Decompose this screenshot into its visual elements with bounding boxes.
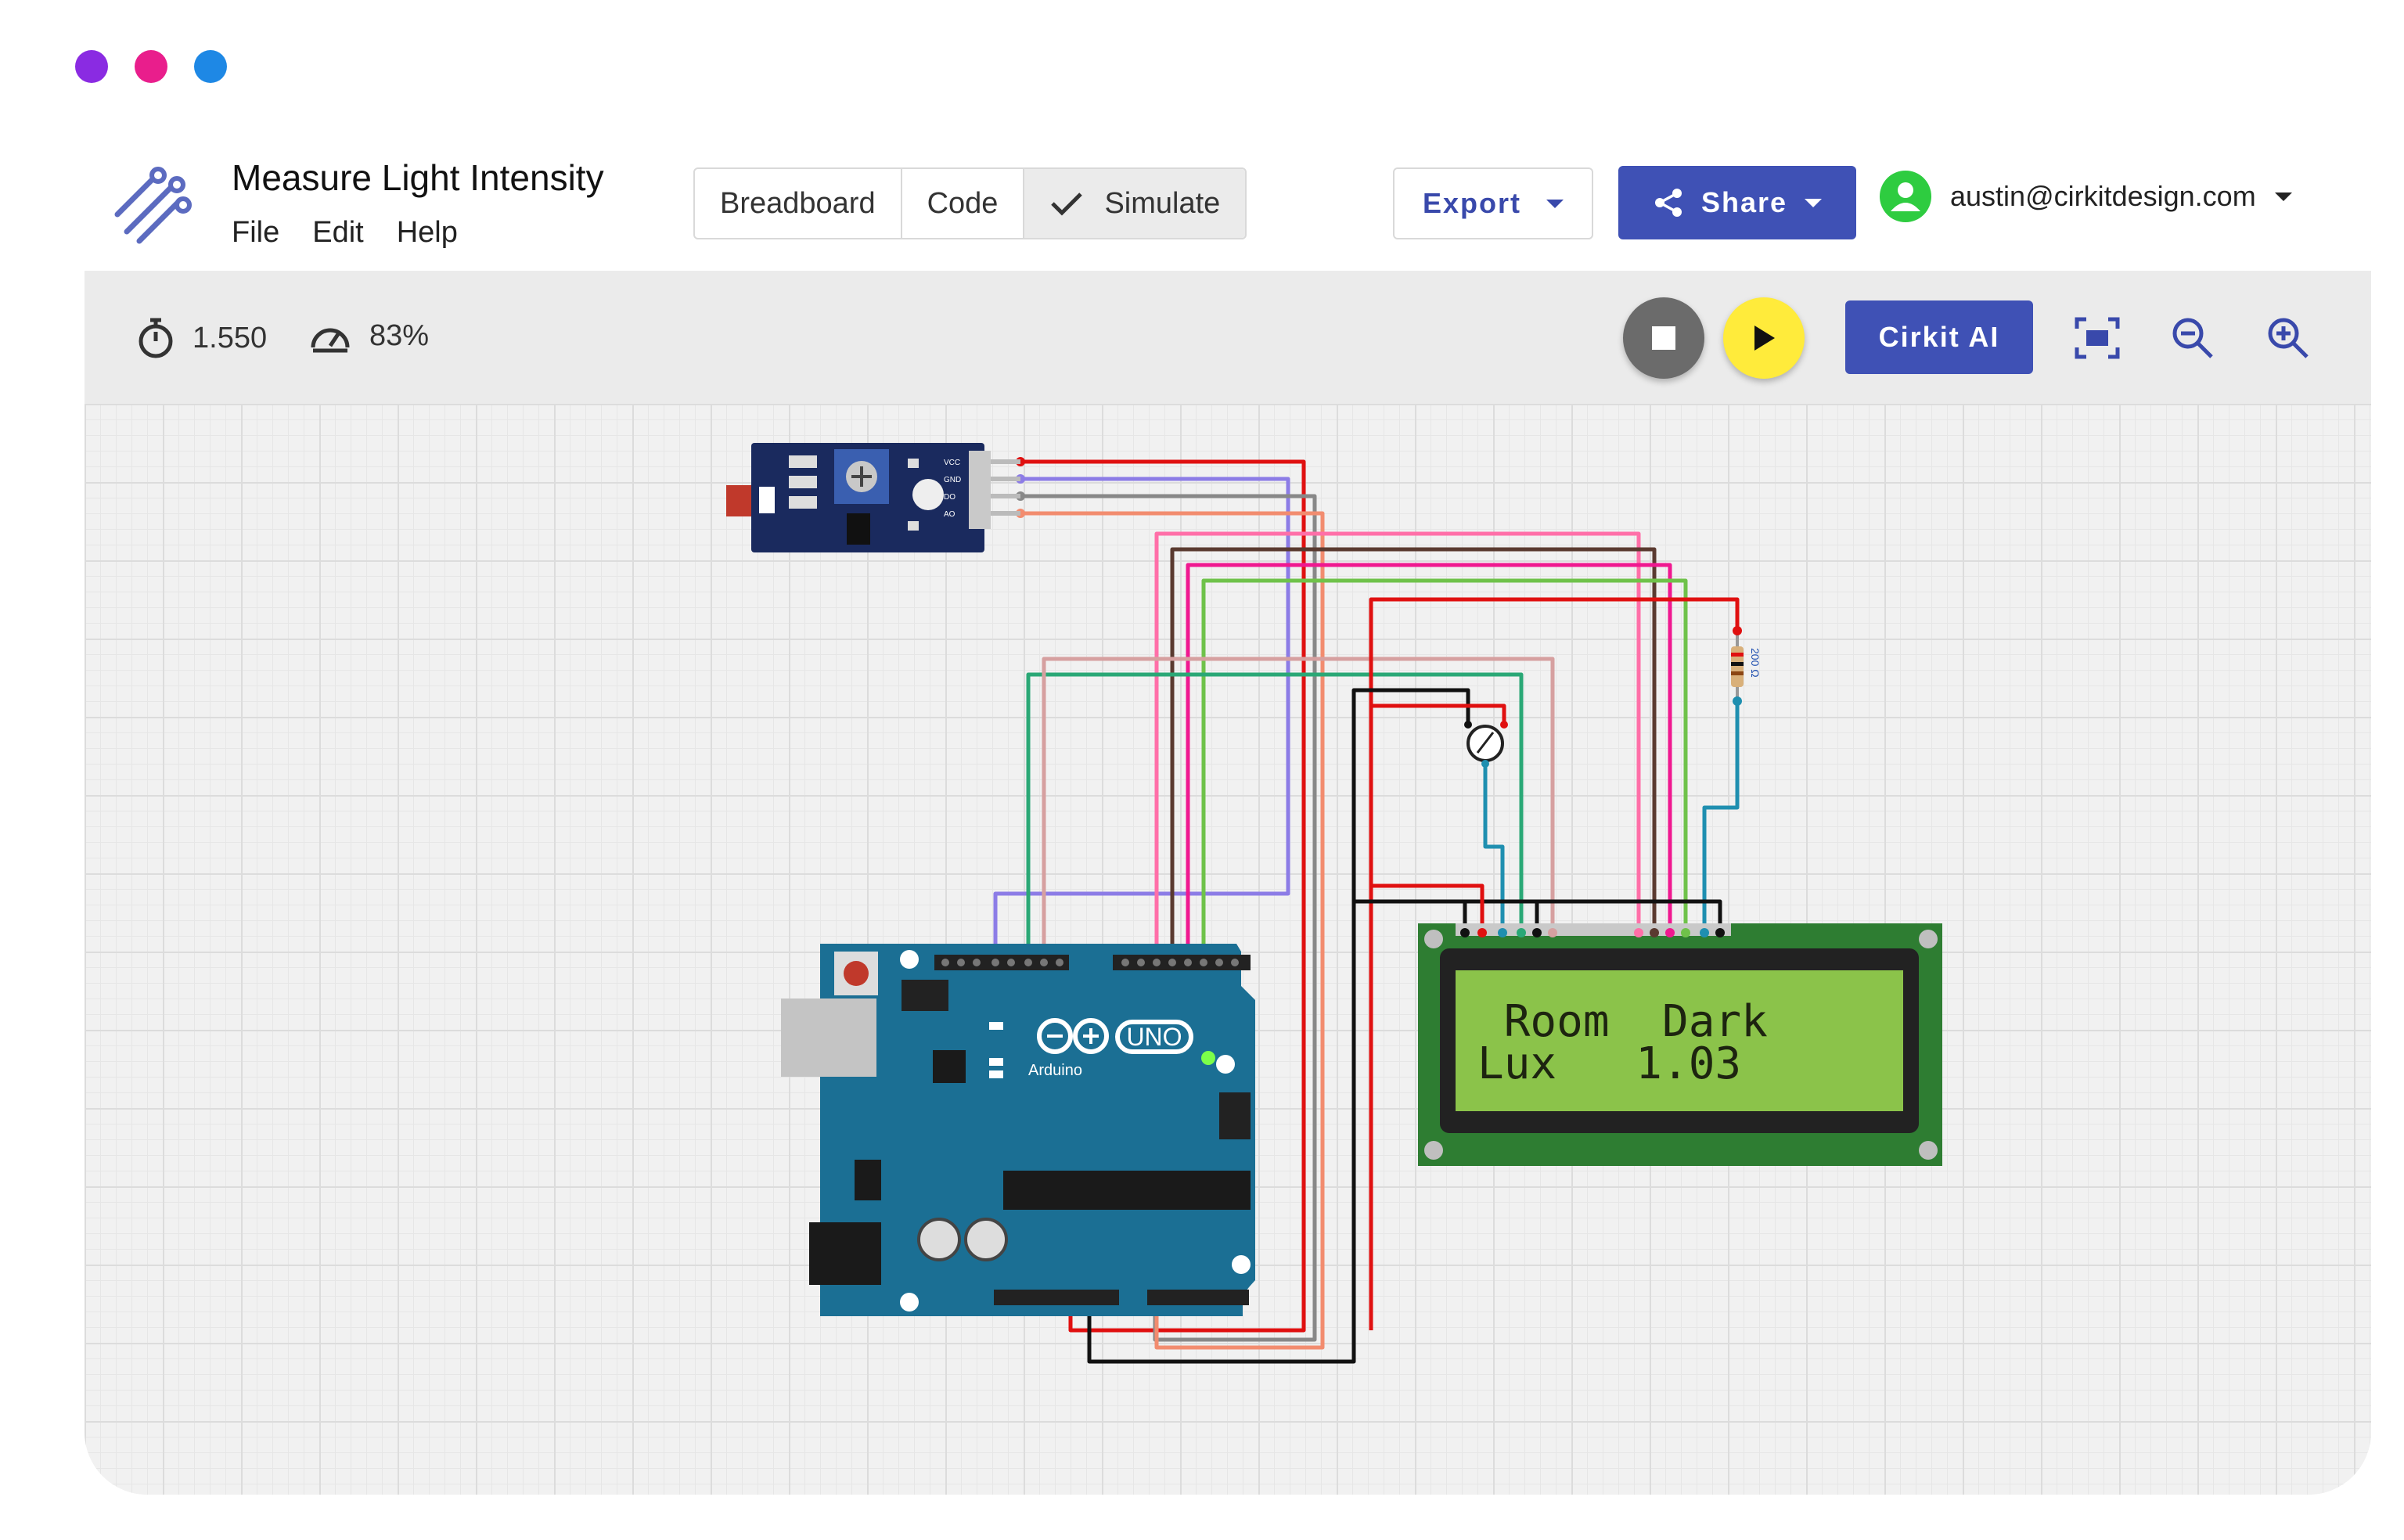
wire-lcd-e[interactable] (1042, 657, 1555, 962)
user-menu[interactable]: austin@cirkitdesign.com (1880, 171, 2292, 222)
export-label: Export (1422, 187, 1521, 219)
resistor-label: 200 Ω (1749, 648, 1762, 678)
chevron-down-icon (1805, 198, 1823, 207)
reset-button[interactable] (844, 961, 869, 986)
stopwatch-icon (139, 318, 173, 358)
share-icon (1654, 189, 1682, 217)
speedometer-icon (311, 328, 350, 353)
wire-pot-wiper[interactable] (1483, 764, 1505, 933)
play-button[interactable] (1723, 297, 1805, 379)
wires (993, 459, 1740, 1364)
light-sensor-module[interactable]: VCC GND DO AO (726, 443, 1025, 552)
resistor[interactable]: 200 Ω (1731, 626, 1762, 706)
window-dot-blue[interactable] (194, 50, 227, 83)
project-title[interactable]: Measure Light Intensity (232, 157, 604, 198)
stop-icon (1652, 326, 1675, 350)
window-dot-purple[interactable] (75, 50, 108, 83)
wire-lcd-green[interactable] (1201, 578, 1688, 962)
share-button[interactable]: Share (1618, 166, 1856, 239)
avatar-icon (1880, 171, 1931, 222)
wire-gnd-rail3[interactable] (1537, 899, 1722, 933)
chevron-down-icon (2274, 192, 2292, 201)
wire-lcd-brown[interactable] (1170, 547, 1657, 962)
tab-code[interactable]: Code (902, 169, 1025, 238)
usb-port (781, 998, 876, 1077)
menu-file[interactable]: File (232, 216, 280, 249)
tab-breadboard[interactable]: Breadboard (695, 169, 902, 238)
tab-breadboard-label: Breadboard (720, 186, 876, 220)
wire-ao[interactable] (1020, 511, 1325, 1350)
circuit-diagram: VCC GND DO AO (726, 443, 1942, 1364)
play-icon (1754, 326, 1775, 351)
sim-speed-value: 83% (369, 318, 430, 352)
sim-time-value: 1.550 (193, 321, 268, 354)
potentiometer[interactable] (1464, 721, 1508, 768)
wire-pot-red[interactable] (1371, 703, 1506, 725)
wire-lcd-magenta[interactable] (1186, 563, 1672, 962)
simulation-toolbar: 1.550 83% Cirkit AI (85, 271, 2371, 404)
pin-label-gnd: GND (944, 476, 961, 484)
zoom-out-icon[interactable] (2169, 315, 2216, 362)
cirkit-ai-button[interactable]: Cirkit AI (1845, 300, 2033, 374)
stop-button[interactable] (1623, 297, 1704, 379)
check-icon (1049, 189, 1084, 218)
atmega-chip (1003, 1171, 1251, 1210)
chevron-down-icon (1546, 199, 1564, 208)
power-led (1201, 1051, 1215, 1065)
lcd-line-1: Room Dark (1477, 996, 1768, 1047)
user-email: austin@cirkitdesign.com (1950, 180, 2256, 212)
pin-label-do: DO (944, 493, 955, 502)
workspace: 1.550 83% Cirkit AI (85, 271, 2371, 1495)
wire-vdd[interactable] (1371, 883, 1485, 933)
photoresistor (726, 485, 751, 516)
tab-simulate-label: Simulate (1104, 186, 1221, 220)
wire-lcd-pink[interactable] (1154, 531, 1641, 962)
wire-resistor-red[interactable] (1369, 597, 1740, 1330)
tab-code-label: Code (927, 186, 999, 220)
sim-speed: 83% (308, 316, 429, 355)
arduino-model-label: UNO (1126, 1023, 1182, 1051)
cirkit-logo-icon (114, 167, 192, 244)
lcd-screen (1456, 970, 1903, 1111)
export-button[interactable]: Export (1393, 167, 1593, 239)
menu-edit[interactable]: Edit (312, 216, 364, 249)
fit-screen-icon[interactable] (2074, 315, 2121, 362)
window-controls (75, 50, 227, 83)
tab-simulate[interactable]: Simulate (1024, 169, 1246, 238)
arduino-brand-label: Arduino (1028, 1062, 1082, 1079)
sim-time: 1.550 (136, 316, 267, 360)
app-header: Measure Light Intensity File Edit Help B… (85, 149, 2371, 271)
zoom-in-icon[interactable] (2265, 315, 2312, 362)
wire-gnd[interactable] (993, 477, 1290, 962)
arduino-uno[interactable]: UNO Arduino (781, 944, 1255, 1316)
mode-tabs: Breadboard Code Simulate (693, 167, 1247, 239)
wire-vcc[interactable] (1020, 459, 1306, 1333)
wire-lcd-rs[interactable] (1026, 672, 1524, 962)
lcd-line-2: Lux 1.03 (1477, 1038, 1741, 1089)
menu-bar: File Edit Help (232, 216, 458, 250)
circuit-canvas[interactable]: VCC GND DO AO (85, 404, 2371, 1495)
pin-label-vcc: VCC (944, 459, 960, 467)
menu-help[interactable]: Help (396, 216, 458, 249)
wire-gnd-rail[interactable] (1087, 899, 1467, 1364)
power-jack (809, 1222, 881, 1285)
wire-resistor-blue[interactable] (1702, 701, 1740, 933)
lcd-16x2[interactable]: Room Dark Lux 1.03 (1418, 923, 1942, 1166)
cirkit-ai-label: Cirkit AI (1878, 321, 2000, 353)
pin-label-ao: AO (944, 510, 955, 519)
window-dot-pink[interactable] (135, 50, 167, 83)
share-label: Share (1700, 186, 1788, 218)
